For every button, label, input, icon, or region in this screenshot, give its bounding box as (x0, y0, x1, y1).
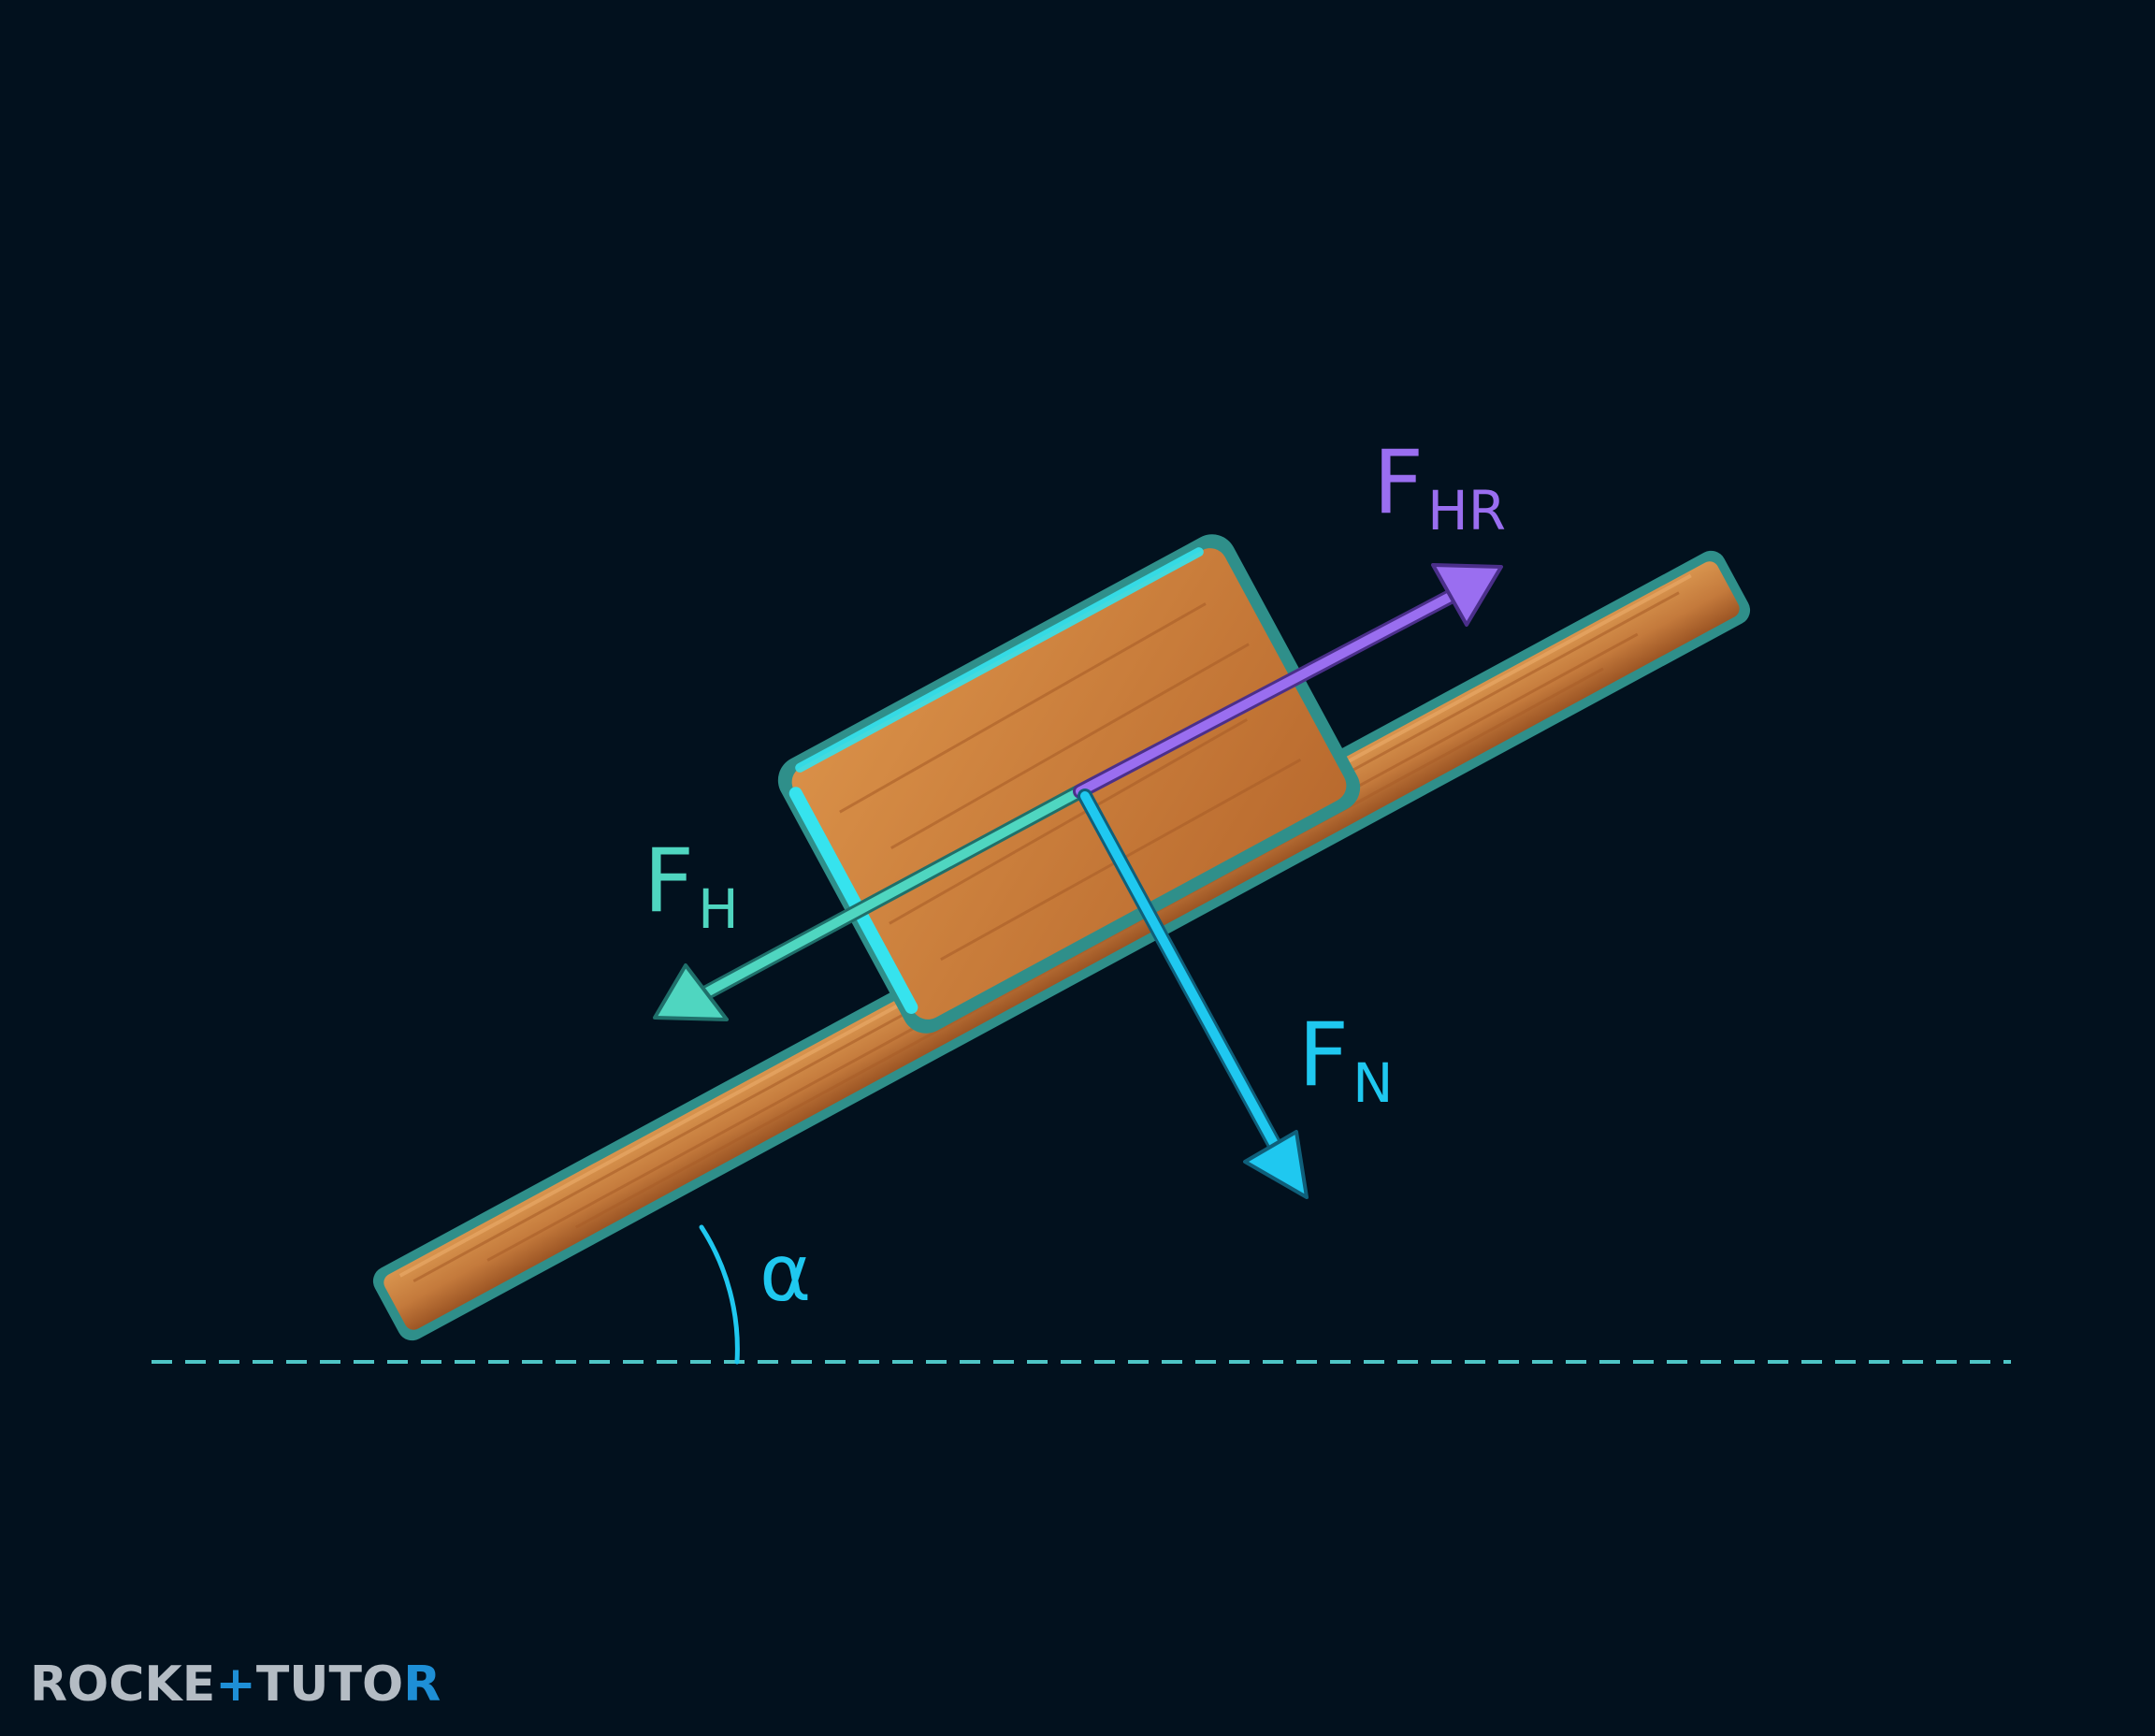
angle-arc (699, 1224, 740, 1365)
friction-force-label: FHR (1373, 432, 1506, 542)
normal-force-arrow (1078, 788, 1309, 1199)
rocket-tutor-logo: ROCKE+TUTOR (30, 1656, 441, 1713)
normal-force-label: FN (1298, 1005, 1393, 1115)
wooden-block (777, 534, 1361, 1034)
friction-force-arrow (1073, 563, 1503, 799)
downhill-force-arrow (653, 785, 1086, 1021)
angle-label: α (759, 1227, 811, 1319)
downhill-force-label: FH (644, 831, 739, 941)
